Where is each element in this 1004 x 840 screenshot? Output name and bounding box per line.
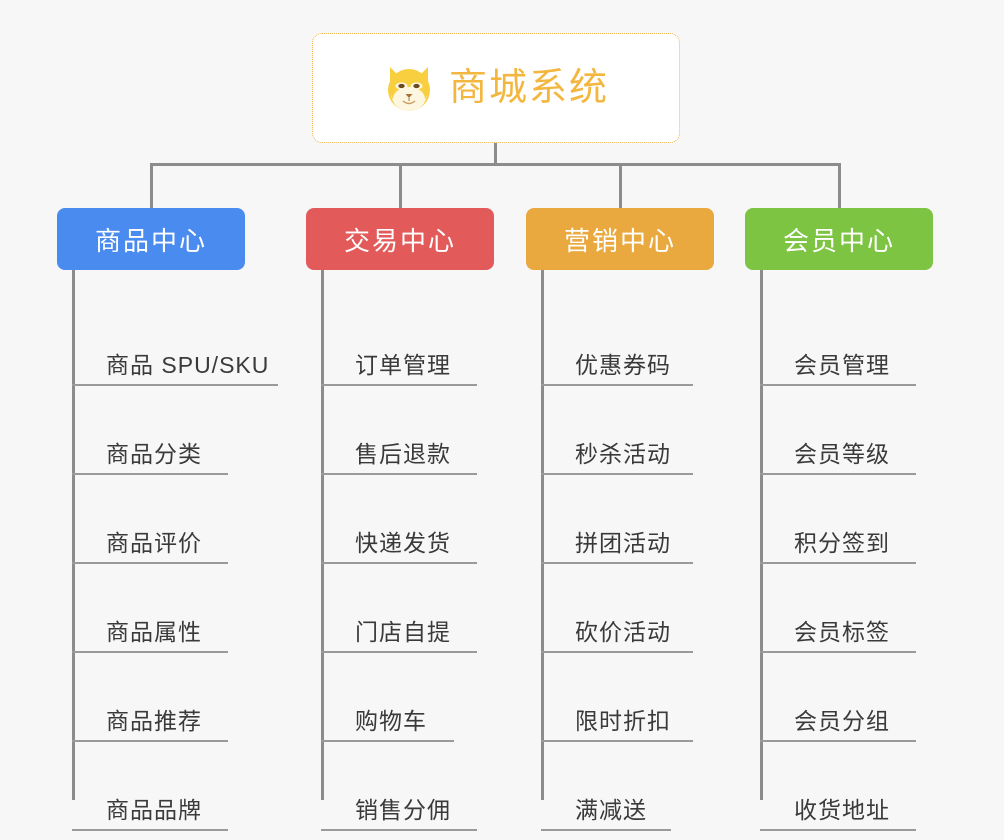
- leaf-label: 购物车: [355, 708, 427, 735]
- leaf-item[interactable]: 砍价活动: [541, 561, 693, 653]
- leaf-item[interactable]: 限时折扣: [541, 650, 693, 742]
- leaf-label: 商品属性: [106, 619, 202, 646]
- leaf-item[interactable]: 拼团活动: [541, 472, 693, 564]
- leaf-label: 订单管理: [355, 352, 451, 379]
- leaf-item[interactable]: 商品分类: [72, 383, 228, 475]
- connector-drop-4: [838, 163, 841, 210]
- branch-spine-4: [760, 270, 763, 800]
- leaf-label: 会员管理: [794, 352, 890, 379]
- connector-drop-3: [619, 163, 622, 210]
- root-title: 商城系统: [448, 67, 609, 109]
- leaf-label: 商品 SPU/SKU: [106, 352, 270, 379]
- leaf-item[interactable]: 购物车: [321, 650, 454, 742]
- leaf-label: 商品品牌: [106, 797, 202, 824]
- connector-drop-1: [150, 163, 153, 210]
- leaf-item[interactable]: 售后退款: [321, 383, 477, 475]
- branch-spine-3: [541, 270, 544, 800]
- connector-bus: [150, 163, 840, 166]
- leaf-label: 销售分佣: [355, 797, 451, 824]
- leaf-item[interactable]: 积分签到: [760, 472, 916, 564]
- branch-spine-1: [72, 270, 75, 800]
- leaf-item[interactable]: 会员标签: [760, 561, 916, 653]
- leaf-label: 商品分类: [106, 441, 202, 468]
- leaf-item[interactable]: 会员管理: [760, 294, 916, 386]
- leaf-item[interactable]: 订单管理: [321, 294, 477, 386]
- leaf-label: 限时折扣: [575, 708, 671, 735]
- root-node[interactable]: 商城系统: [312, 33, 680, 143]
- leaf-item[interactable]: 收货地址: [760, 739, 916, 831]
- branch-title-2: 交易中心: [343, 225, 456, 256]
- shiba-dog-icon: [387, 67, 430, 111]
- leaf-item[interactable]: 商品评价: [72, 472, 228, 564]
- leaf-label: 商品评价: [106, 530, 202, 557]
- leaf-item[interactable]: 门店自提: [321, 561, 477, 653]
- connector-drop-2: [399, 163, 402, 210]
- branch-spine-2: [321, 270, 324, 800]
- leaf-label: 门店自提: [355, 619, 451, 646]
- leaf-label: 积分签到: [794, 530, 890, 557]
- branch-title-4: 会员中心: [782, 225, 895, 256]
- leaf-label: 优惠券码: [575, 352, 671, 379]
- branch-header-3[interactable]: 营销中心: [526, 208, 714, 270]
- leaf-item[interactable]: 商品 SPU/SKU: [72, 294, 278, 386]
- branch-header-1[interactable]: 商品中心: [57, 208, 245, 270]
- leaf-item[interactable]: 秒杀活动: [541, 383, 693, 475]
- leaf-label: 拼团活动: [575, 530, 671, 557]
- leaf-item[interactable]: 商品属性: [72, 561, 228, 653]
- leaf-item[interactable]: 快递发货: [321, 472, 477, 564]
- branch-title-3: 营销中心: [563, 225, 676, 256]
- leaf-label: 会员分组: [794, 708, 890, 735]
- branch-header-4[interactable]: 会员中心: [745, 208, 933, 270]
- leaf-label: 会员等级: [794, 441, 890, 468]
- leaf-label: 收货地址: [794, 797, 890, 824]
- leaf-label: 会员标签: [794, 619, 890, 646]
- leaf-item[interactable]: 会员等级: [760, 383, 916, 475]
- leaf-item[interactable]: 优惠券码: [541, 294, 693, 386]
- branch-title-1: 商品中心: [94, 225, 207, 256]
- leaf-item[interactable]: 商品品牌: [72, 739, 228, 831]
- leaf-label: 售后退款: [355, 441, 451, 468]
- connector-root-stem: [494, 143, 497, 165]
- branch-header-2[interactable]: 交易中心: [306, 208, 494, 270]
- leaf-item[interactable]: 会员分组: [760, 650, 916, 742]
- leaf-label: 满减送: [575, 797, 647, 824]
- leaf-item[interactable]: 销售分佣: [321, 739, 477, 831]
- leaf-label: 秒杀活动: [575, 441, 671, 468]
- leaf-label: 商品推荐: [106, 708, 202, 735]
- leaf-item[interactable]: 商品推荐: [72, 650, 228, 742]
- leaf-label: 砍价活动: [575, 619, 671, 646]
- leaf-label: 快递发货: [355, 530, 451, 557]
- leaf-item[interactable]: 满减送: [541, 739, 671, 831]
